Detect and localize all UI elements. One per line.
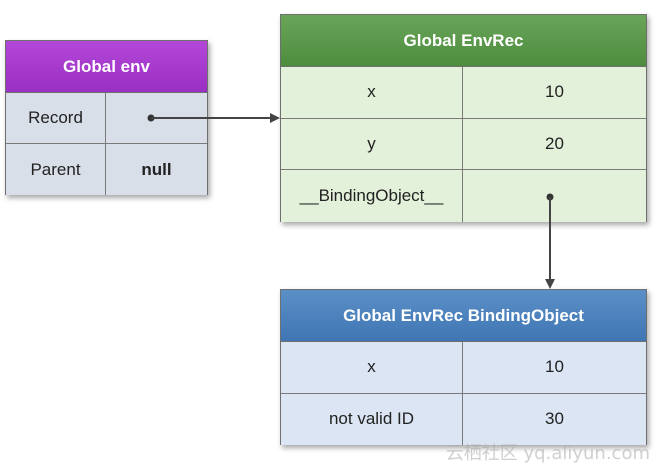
global-envrec-row-x: x 10 bbox=[281, 67, 646, 119]
global-envrec-binding-label: __BindingObject__ bbox=[281, 170, 463, 222]
global-env-parent-label: Parent bbox=[6, 144, 106, 195]
global-envrec-row-binding: __BindingObject__ bbox=[281, 170, 646, 222]
binding-object-row-x: x 10 bbox=[281, 342, 646, 394]
binding-object-notvalid-label: not valid ID bbox=[281, 393, 463, 445]
binding-object-x-label: x bbox=[281, 342, 463, 393]
global-env-table: Global env Record Parent null bbox=[5, 40, 208, 195]
envrec-to-binding-arrow bbox=[545, 193, 555, 289]
binding-object-title: Global EnvRec BindingObject bbox=[281, 290, 646, 342]
binding-object-x-value: 10 bbox=[545, 357, 564, 377]
global-envrec-y-value: 20 bbox=[545, 133, 564, 153]
binding-object-table: Global EnvRec BindingObject x 10 not val… bbox=[280, 289, 647, 445]
global-env-title: Global env bbox=[6, 41, 207, 93]
global-envrec-y-label: y bbox=[281, 118, 463, 169]
record-to-envrec-arrow bbox=[147, 113, 280, 123]
global-envrec-x-label: x bbox=[281, 67, 463, 118]
global-envrec-title: Global EnvRec bbox=[281, 15, 646, 67]
binding-object-notvalid-value: 30 bbox=[545, 409, 564, 429]
global-env-parent-value: null bbox=[141, 159, 172, 179]
global-envrec-row-y: y 20 bbox=[281, 118, 646, 170]
global-env-row-parent: Parent null bbox=[6, 144, 207, 195]
watermark: 云栖社区 yq.aliyun.com bbox=[445, 443, 650, 464]
global-envrec-x-value: 10 bbox=[545, 82, 564, 102]
global-envrec-table: Global EnvRec x 10 y 20 __BindingObject_… bbox=[280, 14, 647, 222]
global-env-record-label: Record bbox=[6, 93, 106, 143]
binding-object-row-notvalid: not valid ID 30 bbox=[281, 393, 646, 445]
